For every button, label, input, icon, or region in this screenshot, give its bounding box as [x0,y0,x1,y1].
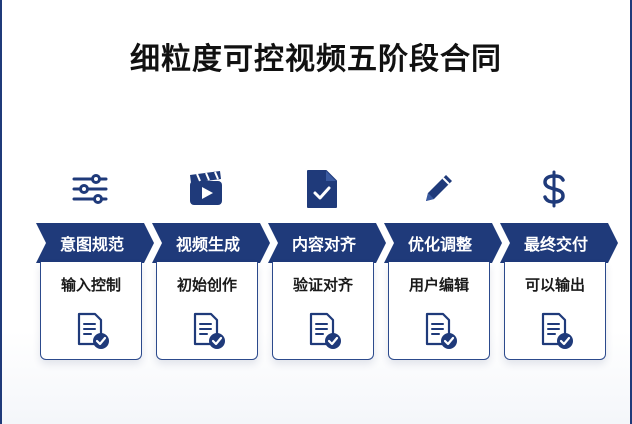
stage-1: 意图规范 输入控制 [36,0,154,424]
stage-4: 优化调整 用户编辑 [384,0,502,424]
stage-header-4: 优化调整 [384,223,502,263]
stage-subtitle-4: 用户编辑 [408,276,469,294]
dollar-icon [500,168,608,210]
stage-5: 最终交付 可以输出 [500,0,618,424]
stage-header-2: 视频生成 [152,223,270,263]
document-check-icon [425,312,457,349]
document-check-icon [541,312,573,349]
document-check-icon [309,312,341,349]
stage-header-3: 内容对齐 [268,223,386,263]
sliders-icon [36,168,144,210]
stage-3: 内容对齐 验证对齐 [268,0,386,424]
document-check-icon [193,312,225,349]
stage-header-1: 意图规范 [36,223,154,263]
stage-header-5: 最终交付 [500,223,618,263]
stage-card-4: 用户编辑 [388,262,490,360]
stage-subtitle-2: 初始创作 [176,276,237,294]
stage-subtitle-1: 输入控制 [60,276,121,294]
document-check-icon [268,168,376,210]
stage-card-5: 可以输出 [504,262,606,360]
stage-card-1: 输入控制 [40,262,142,360]
stage-card-3: 验证对齐 [272,262,374,360]
stage-2: 视频生成 初始创作 [152,0,270,424]
diagram-title: 细粒度可控视频五阶段合同 [130,42,502,77]
pencil-icon [384,168,492,210]
clapperboard-icon [152,168,260,210]
document-check-icon [77,312,109,349]
stage-subtitle-5: 可以输出 [524,276,585,294]
stage-subtitle-3: 验证对齐 [292,276,353,294]
stage-card-2: 初始创作 [156,262,258,360]
